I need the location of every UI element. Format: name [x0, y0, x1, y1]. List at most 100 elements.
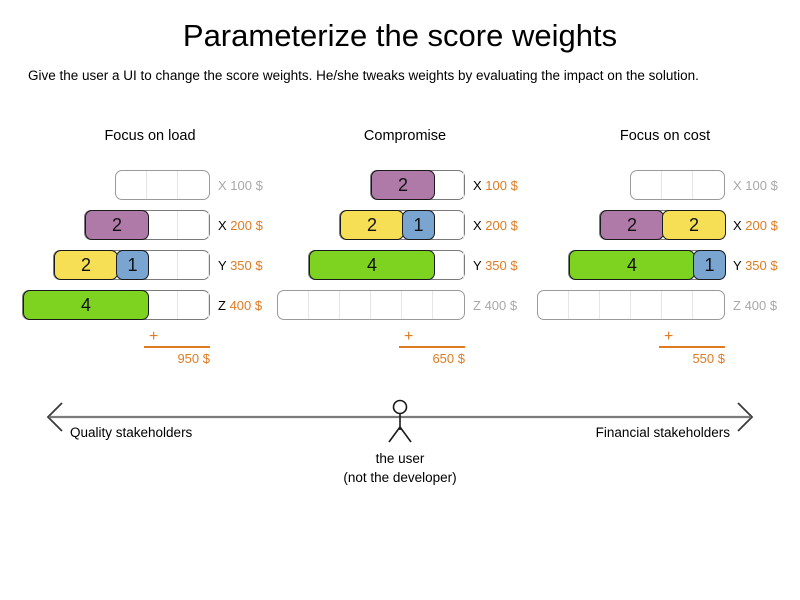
weight-track-cell[interactable] — [340, 291, 371, 319]
weight-row-letter: Y — [473, 257, 482, 273]
sum-rule — [399, 346, 465, 348]
weight-row-amount: 350 $ — [745, 257, 778, 273]
weight-track-wrap: 2 — [20, 210, 210, 240]
sum-rule — [144, 346, 210, 348]
page-subtitle: Give the user a UI to change the score w… — [28, 68, 699, 83]
weight-track-cell[interactable] — [662, 171, 693, 199]
weight-row-amount: 350 $ — [485, 257, 518, 273]
weight-row-label: Y 350 $ — [725, 258, 795, 273]
weight-track-cell[interactable] — [600, 291, 631, 319]
weight-segment[interactable]: 1 — [402, 210, 435, 240]
weight-slider-track[interactable]: 2 — [370, 170, 465, 200]
weight-track-cell[interactable] — [631, 171, 662, 199]
axis-arrow-left-icon — [46, 402, 63, 432]
weight-track-cell[interactable] — [693, 291, 724, 319]
axis-label-right: Financial stakeholders — [595, 425, 730, 440]
weight-slider-track[interactable]: 2 — [84, 210, 210, 240]
weight-segment[interactable]: 2 — [662, 210, 726, 240]
weight-track-cell[interactable] — [116, 171, 147, 199]
weight-track-cell[interactable] — [178, 211, 209, 239]
weight-track-wrap — [535, 170, 725, 200]
weight-track-wrap: 2 — [275, 170, 465, 200]
axis-arrow-right-icon — [737, 402, 754, 432]
weight-row: 2 X 100 $ — [275, 170, 535, 200]
weight-row-label: X 100 $ — [725, 178, 795, 193]
weight-track-wrap — [275, 290, 465, 320]
weight-row-label: Z 400 $ — [210, 298, 280, 313]
weight-track-cell[interactable] — [371, 291, 402, 319]
weight-slider-track[interactable] — [277, 290, 465, 320]
weight-track-cell[interactable] — [178, 251, 209, 279]
weight-slider-track[interactable]: 4 — [308, 250, 465, 280]
weight-segment[interactable]: 2 — [600, 210, 664, 240]
weight-segment[interactable]: 2 — [340, 210, 404, 240]
weight-row-amount: 400 $ — [229, 297, 263, 313]
weight-segment[interactable]: 1 — [116, 250, 149, 280]
weight-row-amount: 350 $ — [230, 257, 263, 273]
weight-track-cell[interactable] — [693, 171, 724, 199]
weight-row-label: X 100 $ — [465, 178, 535, 193]
weight-row-amount: 100 $ — [230, 177, 263, 193]
weight-track-cell[interactable] — [433, 171, 464, 199]
weight-track-cell[interactable] — [433, 251, 464, 279]
user-label-line-2: (not the developer) — [343, 470, 457, 485]
weight-row-letter: Z — [733, 297, 741, 313]
weight-track-cell[interactable] — [147, 251, 178, 279]
scenario-total: +950 $ — [20, 329, 280, 374]
weight-segment[interactable]: 2 — [85, 210, 149, 240]
weight-track-cell[interactable] — [309, 291, 340, 319]
scenario-total-inner: +650 $ — [399, 329, 465, 366]
scenario-total-value: 650 $ — [432, 351, 465, 366]
scenario-column-header: Compromise — [363, 128, 447, 144]
weight-track-wrap — [20, 170, 210, 200]
weight-segment[interactable]: 4 — [23, 290, 149, 320]
weight-track-cell[interactable] — [631, 291, 662, 319]
stick-figure-icon — [388, 399, 412, 443]
weight-row: 4 Z 400 $ — [20, 290, 280, 320]
weight-track-cell[interactable] — [147, 211, 178, 239]
weight-track-cell[interactable] — [433, 291, 464, 319]
weight-segment[interactable]: 4 — [309, 250, 435, 280]
weight-segment[interactable]: 1 — [693, 250, 726, 280]
weight-slider-track[interactable] — [115, 170, 210, 200]
weight-slider-track[interactable] — [630, 170, 725, 200]
weight-row-label: Y 350 $ — [465, 258, 535, 273]
weight-segment[interactable]: 2 — [371, 170, 435, 200]
weight-row-amount: 200 $ — [745, 217, 778, 233]
weight-slider-track[interactable]: 4 — [22, 290, 210, 320]
weight-track-cell[interactable] — [278, 291, 309, 319]
weight-track-cell[interactable] — [178, 171, 209, 199]
weight-track-wrap — [535, 290, 725, 320]
weight-row: Z 400 $ — [535, 290, 795, 320]
scenario-total: +550 $ — [535, 329, 795, 374]
weight-track-cell[interactable] — [402, 291, 433, 319]
weight-row-label: Z 400 $ — [725, 298, 795, 313]
weight-track-cell[interactable] — [178, 291, 209, 319]
weight-track-cell[interactable] — [569, 291, 600, 319]
weight-track-cell[interactable] — [662, 291, 693, 319]
weight-row: 4 Y 350 $ — [275, 250, 535, 280]
weight-segment[interactable]: 4 — [569, 250, 695, 280]
weight-track-cell[interactable] — [147, 171, 178, 199]
weight-row-letter: Y — [218, 257, 227, 273]
weight-track-cell[interactable] — [433, 211, 464, 239]
weight-track-cell[interactable] — [538, 291, 569, 319]
scenario-column-header: Focus on cost — [619, 128, 711, 144]
weight-segment[interactable]: 2 — [54, 250, 118, 280]
weight-slider-track[interactable] — [537, 290, 725, 320]
weight-row-letter: X — [218, 177, 227, 193]
weight-track-cell[interactable] — [147, 291, 178, 319]
weight-row-amount: 200 $ — [230, 217, 263, 233]
